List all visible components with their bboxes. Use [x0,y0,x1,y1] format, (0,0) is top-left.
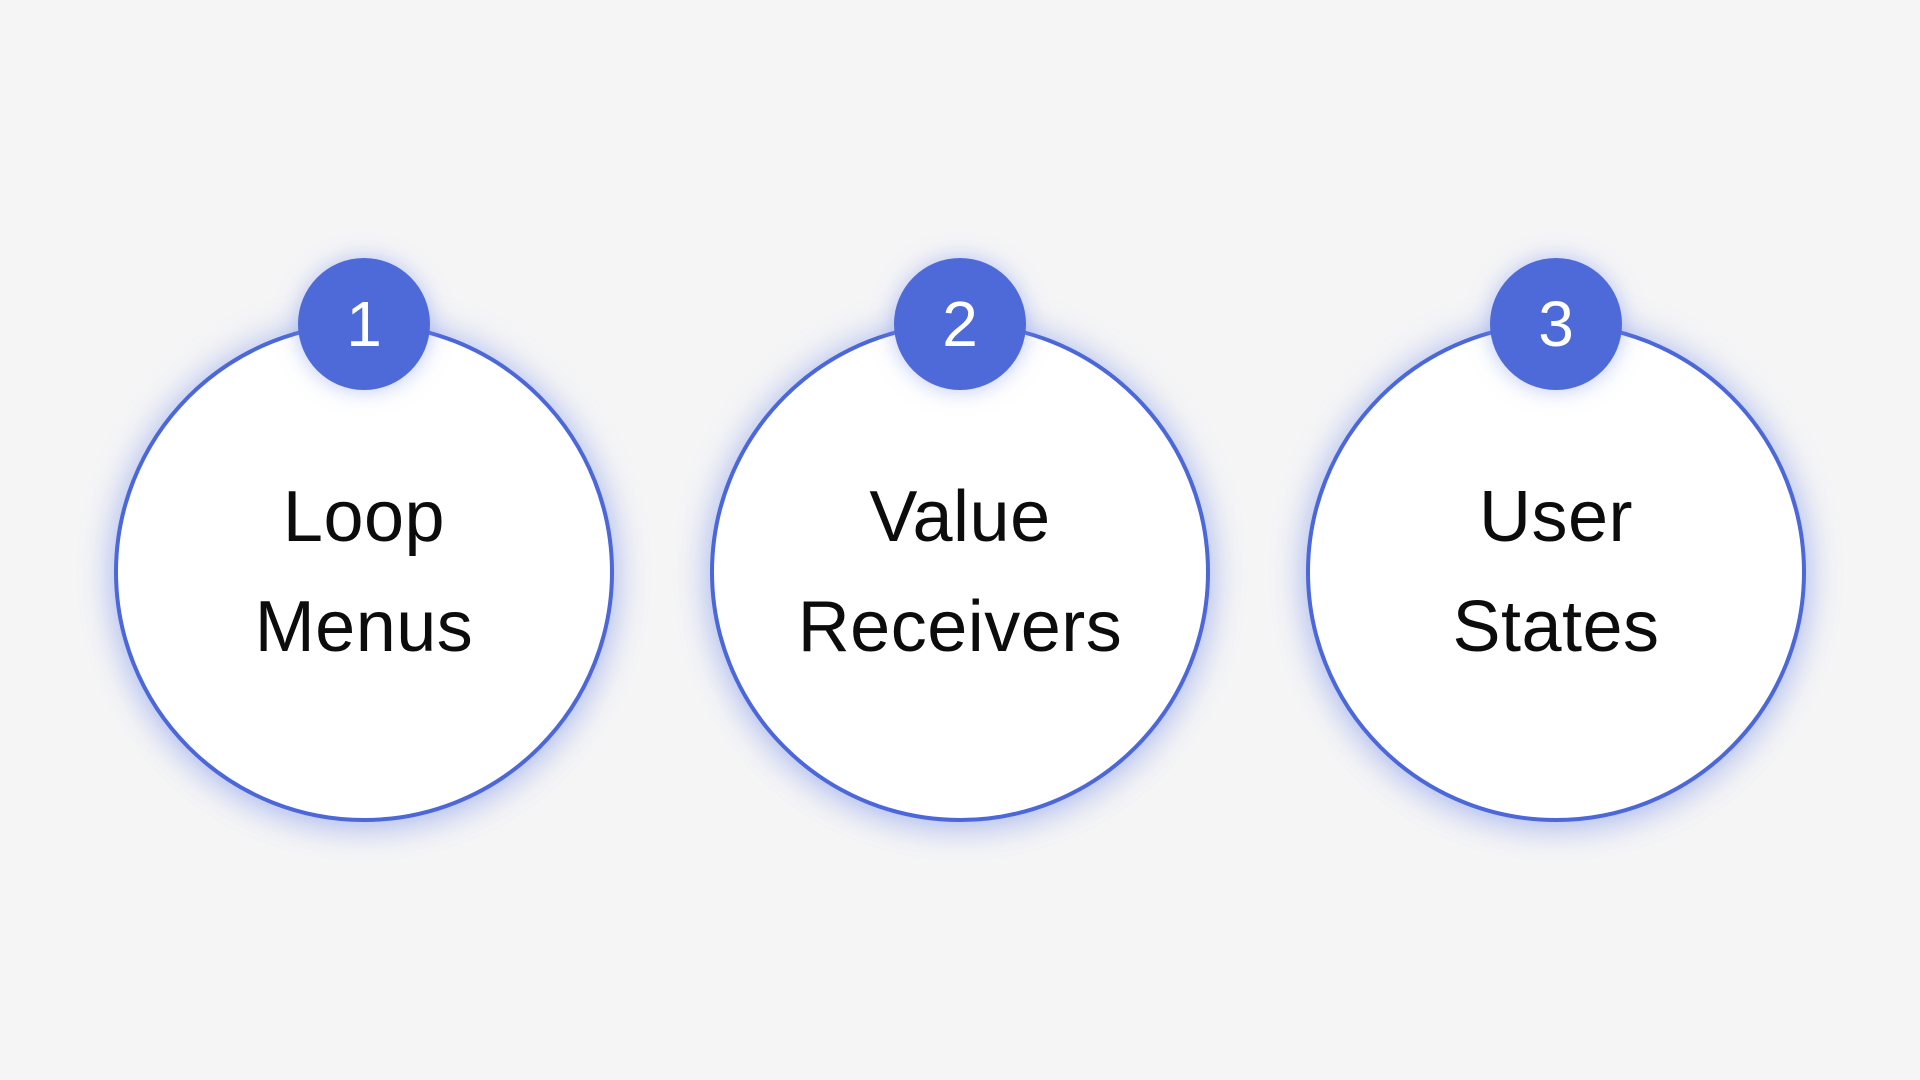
step-number-badge: 3 [1490,258,1622,390]
step-label-line-1: Loop [282,477,446,557]
step-label: User States [1452,462,1659,682]
step-label-line-2: Menus [254,587,474,667]
step-number-badge: 1 [298,258,430,390]
step-label-line-1: User [1478,477,1633,557]
step-label-line-1: Value [869,477,1051,557]
step-label-line-2: Receivers [797,587,1123,667]
step-circle-1: 1 Loop Menus [114,258,614,822]
step-circle-3: 3 User States [1306,258,1806,822]
step-label: Loop Menus [255,462,474,682]
step-label-line-2: States [1452,587,1660,667]
step-label: Value Receivers [798,462,1123,682]
step-circle-2: 2 Value Receivers [710,258,1210,822]
steps-row: 1 Loop Menus 2 Value Receivers 3 User St… [114,258,1806,822]
step-number-badge: 2 [894,258,1026,390]
